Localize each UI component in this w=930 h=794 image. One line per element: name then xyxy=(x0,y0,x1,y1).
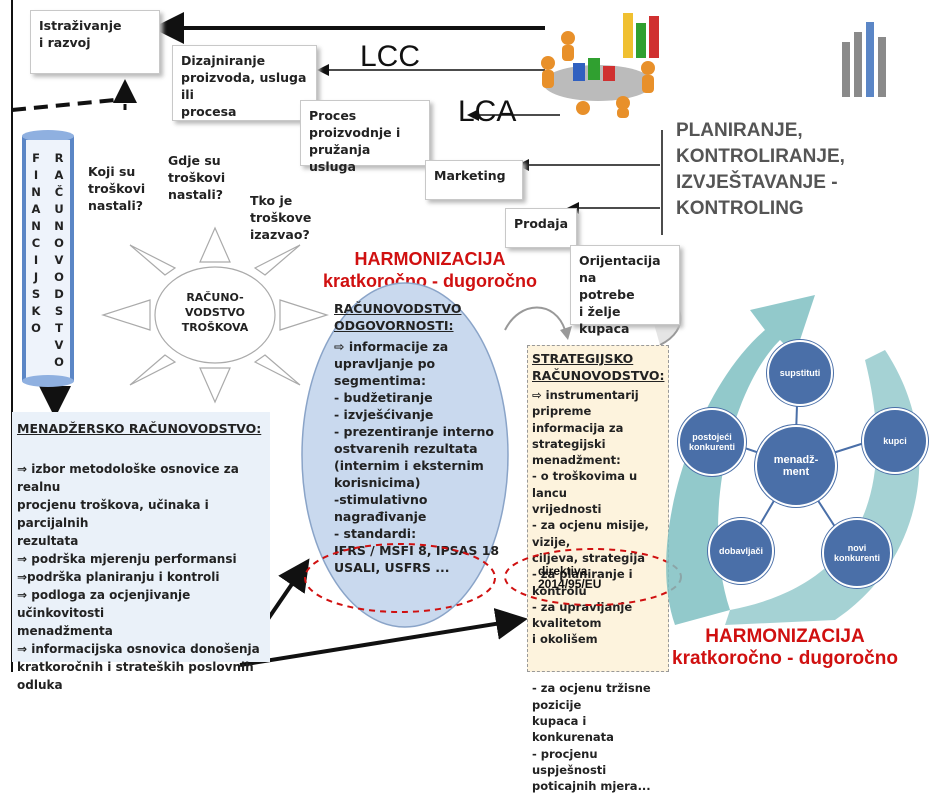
standards-highlight xyxy=(304,543,496,613)
scroll-col1-letter: J xyxy=(33,270,39,284)
odgovornost-body: ⇨ informacije za upravljanje po segmenti… xyxy=(334,339,500,575)
scroll-col1-letter: I xyxy=(33,253,39,267)
scroll-col2-letter: O xyxy=(54,355,64,369)
menadzersko-panel xyxy=(12,412,270,662)
scroll-col2-letter: A xyxy=(54,168,64,182)
scroll-col2-letter: T xyxy=(55,321,63,335)
meeting-illustration xyxy=(541,13,659,118)
direktiva-label: direktiva 2014/95/EU xyxy=(538,564,602,591)
scroll-col1-letter: C xyxy=(31,236,41,250)
flow-box-istrazivanje: Istraživanje i razvoj xyxy=(30,10,160,74)
harmonizacija-top-line2: kratkoročno - dugoročno xyxy=(322,271,537,291)
scroll-col1-letter: F xyxy=(32,151,40,165)
question-gdje: Gdje su troškovi nastali? xyxy=(168,153,226,202)
question-tko: Tko je troškove izazvao? xyxy=(250,193,312,242)
odgovornost-title: RAČUNOVODSTVO ODGOVORNOSTI: xyxy=(334,301,462,333)
scroll-col2-letter: Č xyxy=(54,185,64,199)
harmonizacija-top: HARMONIZACIJA kratkoročno - dugoročno xyxy=(300,248,560,292)
sun-shape xyxy=(101,226,329,404)
menadzersko-body: ⇒ izbor metodološke osnovice za realnu p… xyxy=(17,462,260,692)
flow-box-proces: Proces proizvodnje i pružanja usluga xyxy=(300,100,430,174)
scroll-col2-letter: N xyxy=(54,219,64,233)
scroll-col1-letter: O xyxy=(31,321,41,335)
node-kupci: kupci xyxy=(862,408,928,474)
kontroling-title: PLANIRANJE, KONTROLIRANJE, IZVJEŠTAVANJE… xyxy=(676,120,845,219)
node-dobavljaci: dobavljači xyxy=(708,518,774,584)
scroll-col2-letter: R xyxy=(54,151,64,165)
flow-box-prodaja: Prodaja xyxy=(505,208,577,248)
scroll-col1-letter: S xyxy=(31,287,41,301)
flow-box-orijentacija: Orijentacija na potrebe i želje kupaca xyxy=(570,245,680,336)
node-supstituti: supstituti xyxy=(767,340,833,406)
harmonizacija-bottom: HARMONIZACIJA kratkoročno - dugoročno xyxy=(640,626,930,670)
scroll-col1-letter: N xyxy=(31,185,41,199)
lcc-label: LCC xyxy=(360,40,421,73)
logo-bars xyxy=(842,22,886,97)
scroll-graphic xyxy=(22,130,74,387)
harmonizacija-bottom-line1: HARMONIZACIJA xyxy=(705,626,865,647)
node-novi-konkurenti: novi konkurenti xyxy=(822,518,892,588)
node-menadzment: menadž- ment xyxy=(755,425,837,507)
scroll-col2-letter: O xyxy=(54,236,64,250)
node-postojeci-konkurenti: postojeći konkurenti xyxy=(678,408,746,476)
harmonizacija-top-line1: HARMONIZACIJA xyxy=(354,249,506,269)
scroll-col2-letter: D xyxy=(54,287,64,301)
harmonizacija-bottom-line2: kratkoročno - dugoročno xyxy=(672,648,898,669)
scroll-col1-letter: A xyxy=(31,202,41,216)
lca-label: LCA xyxy=(458,95,517,128)
scroll-col1-letter: N xyxy=(31,219,41,233)
strategijsko-title: STRATEGIJSKO RAČUNOVODSTVO: xyxy=(532,351,665,383)
flow-box-marketing: Marketing xyxy=(425,160,523,200)
scroll-col1-letter: K xyxy=(31,304,41,318)
flow-box-dizajniranje: Dizajniranje proizvoda, usluga ili proce… xyxy=(172,45,317,121)
scroll-col2-letter: O xyxy=(54,270,64,284)
sun-label: RAČUNO- VODSTVO TROŠKOVA xyxy=(181,291,249,334)
scroll-col2-letter: S xyxy=(54,304,64,318)
menadzersko-title: MENADŽERSKO RAČUNOVODSTVO: xyxy=(17,421,262,436)
scroll-col1-letter: I xyxy=(33,168,39,182)
odgovornost-ellipse xyxy=(301,282,509,628)
strategijsko-panel xyxy=(527,345,669,672)
scroll-col2-letter: V xyxy=(54,338,64,352)
scroll-col2-letter: V xyxy=(54,253,64,267)
question-koji: Koji su troškovi nastali? xyxy=(88,164,146,213)
scroll-col2-letter: U xyxy=(54,202,64,216)
